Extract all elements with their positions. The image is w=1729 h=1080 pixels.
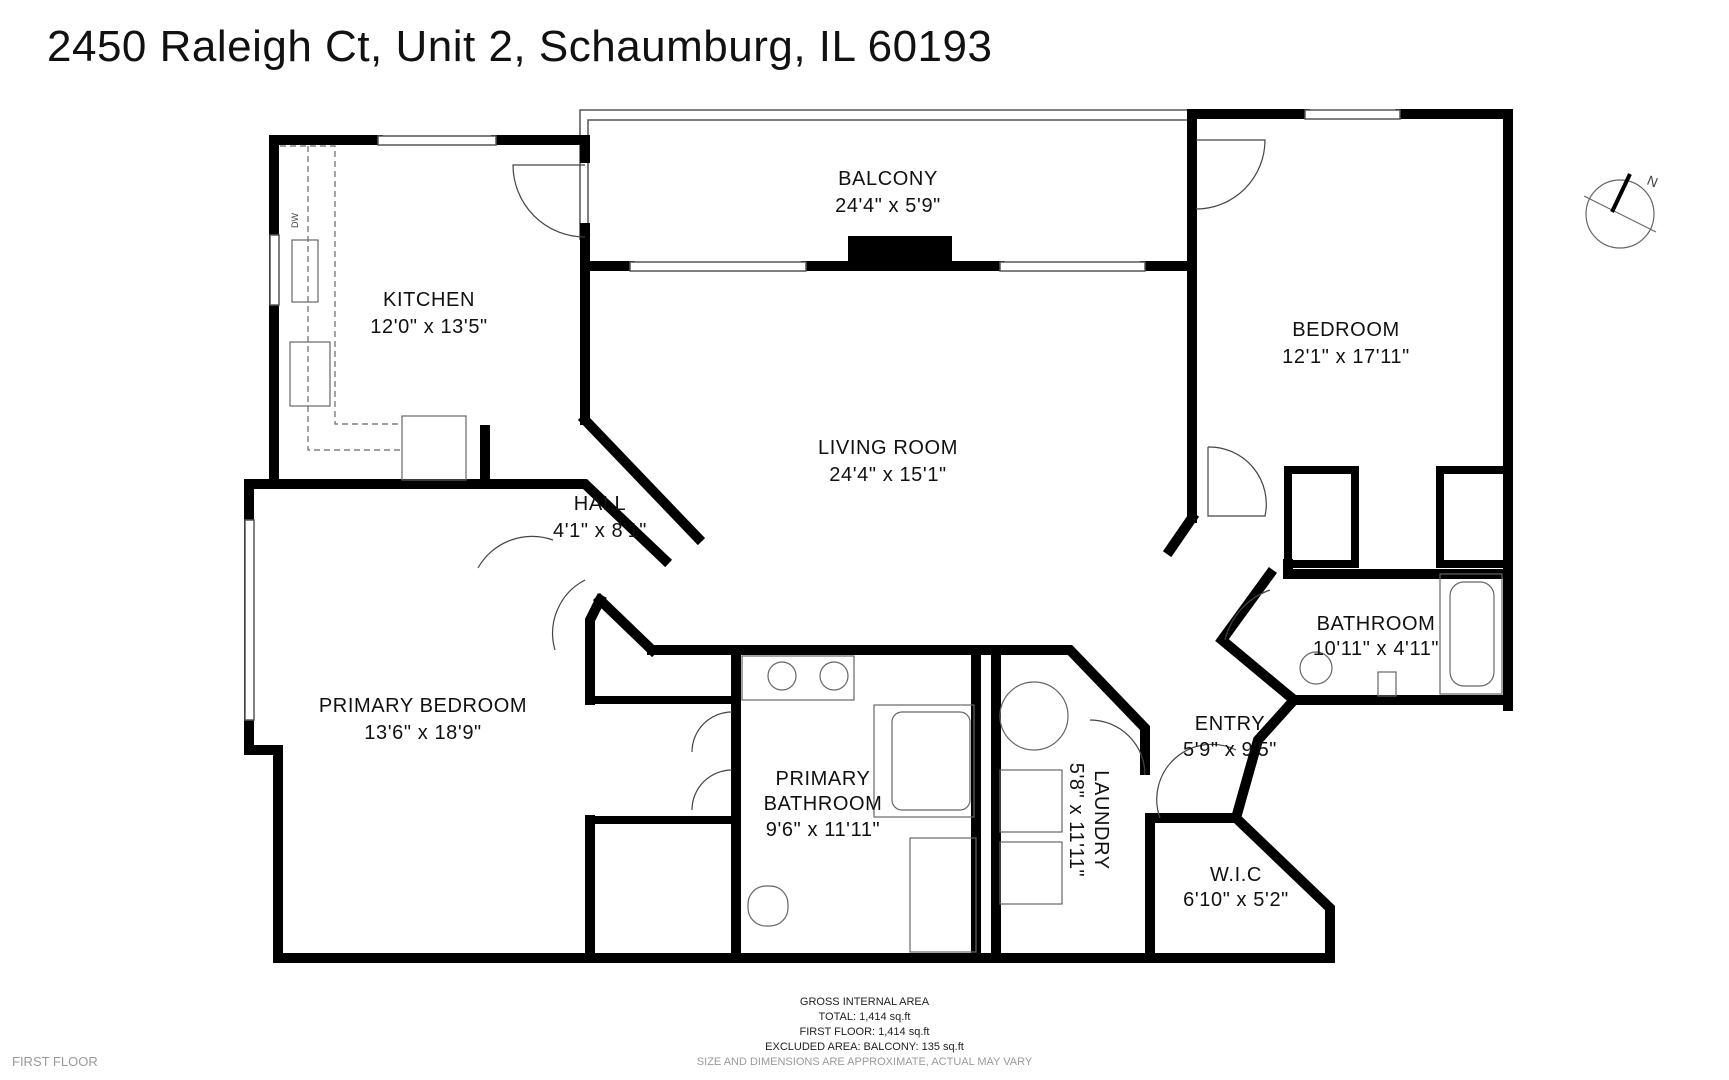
bathroom-fixtures (741, 573, 1503, 953)
bathroom-size: 10'11" x 4'11" (1313, 638, 1439, 660)
dishwasher-label: DW (290, 213, 300, 228)
bedroom-size: 12'1" x 17'11" (1282, 346, 1410, 368)
kitchen-cabinets (280, 145, 467, 481)
laundry-label: LAUNDRY (1090, 770, 1112, 869)
area-total: TOTAL: 1,414 sq.ft (818, 1011, 911, 1023)
balcony-railing (579, 109, 1190, 240)
balcony-label: BALCONY (838, 168, 938, 190)
wic-label: W.I.C (1210, 864, 1262, 886)
doors (477, 139, 1271, 819)
balcony-size: 24'4" x 5'9" (835, 195, 941, 217)
windows (244, 109, 1401, 721)
primary-bedroom-size: 13'6" x 18'9" (364, 722, 482, 744)
living-room-size: 24'4" x 15'1" (829, 464, 947, 486)
primary-bathroom-label-line1: PRIMARY (776, 768, 871, 790)
bedroom-label: BEDROOM (1292, 319, 1400, 341)
page-title: 2450 Raleigh Ct, Unit 2, Schaumburg, IL … (47, 22, 993, 71)
hall-label: HALL (574, 493, 626, 515)
compass-north-label: N (1645, 172, 1660, 191)
area-heading: GROSS INTERNAL AREA (799, 996, 930, 1008)
wic-size: 6'10" x 5'2" (1183, 889, 1289, 911)
bathroom-label: BATHROOM (1317, 613, 1436, 635)
area-first-floor: FIRST FLOOR: 1,414 sq.ft (799, 1026, 930, 1038)
primary-bedroom-label: PRIMARY BEDROOM (319, 695, 527, 717)
primary-bathroom-label-line2: BATHROOM (764, 793, 883, 815)
kitchen-label: KITCHEN (383, 289, 475, 311)
entry-size: 5'9" x 9'5" (1183, 739, 1277, 761)
primary-bathroom-size: 9'6" x 11'11" (766, 819, 881, 841)
kitchen-size: 12'0" x 13'5" (370, 316, 488, 338)
hall-size: 4'1" x 8'1" (553, 520, 647, 542)
north-arrow-icon: N (1583, 172, 1660, 249)
floor-name: FIRST FLOOR (12, 1054, 98, 1069)
area-summary: GROSS INTERNAL AREA TOTAL: 1,414 sq.ft F… (0, 995, 1729, 1070)
area-excluded: EXCLUDED AREA: BALCONY: 135 sq.ft (765, 1041, 964, 1053)
living-room-label: LIVING ROOM (818, 437, 958, 459)
laundry-size: 5'8" x 11'11" (1065, 763, 1087, 878)
entry-label: ENTRY (1195, 713, 1265, 735)
area-disclaimer: SIZE AND DIMENSIONS ARE APPROXIMATE, ACT… (696, 1056, 1033, 1068)
walls (244, 109, 1513, 963)
